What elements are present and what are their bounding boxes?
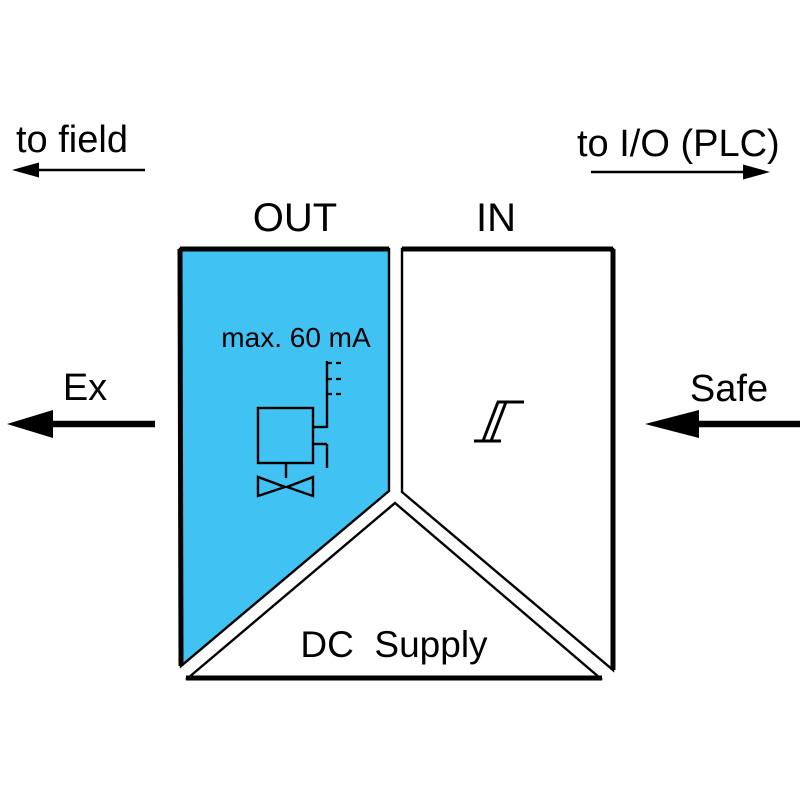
out-block-label: OUT — [253, 196, 337, 240]
to-field-arrow-head — [12, 162, 39, 178]
to-io-arrow-head — [743, 164, 770, 180]
safe-arrow-icon — [645, 410, 800, 438]
to-field-arrow-icon — [12, 162, 145, 178]
out-block-left-edge — [177, 248, 184, 667]
out-block — [177, 246, 391, 669]
in-block-label: IN — [476, 196, 516, 240]
safe-arrow-head — [645, 410, 699, 438]
in-block — [400, 246, 616, 673]
max-current-label: max. 60 mA — [221, 322, 371, 353]
to-io-label: to I/O (PLC) — [577, 123, 780, 165]
dc-supply-block — [184, 501, 604, 681]
ex-arrow-icon — [7, 410, 155, 438]
hysteresis-left-slant — [481, 401, 500, 442]
hysteresis-right-slant — [489, 401, 508, 442]
ex-arrow-head — [7, 410, 53, 438]
to-io-arrow-icon — [591, 164, 770, 180]
dc-supply-label: DC Supply — [300, 624, 488, 665]
valve-body-right-triangle — [283, 475, 315, 498]
ex-label: Ex — [63, 367, 107, 409]
solenoid-valve-icon — [256, 361, 345, 498]
valve-body-left-triangle — [256, 475, 289, 498]
safe-label: Safe — [690, 368, 768, 410]
to-field-label: to field — [16, 119, 128, 161]
hysteresis-switch-icon — [474, 400, 524, 443]
